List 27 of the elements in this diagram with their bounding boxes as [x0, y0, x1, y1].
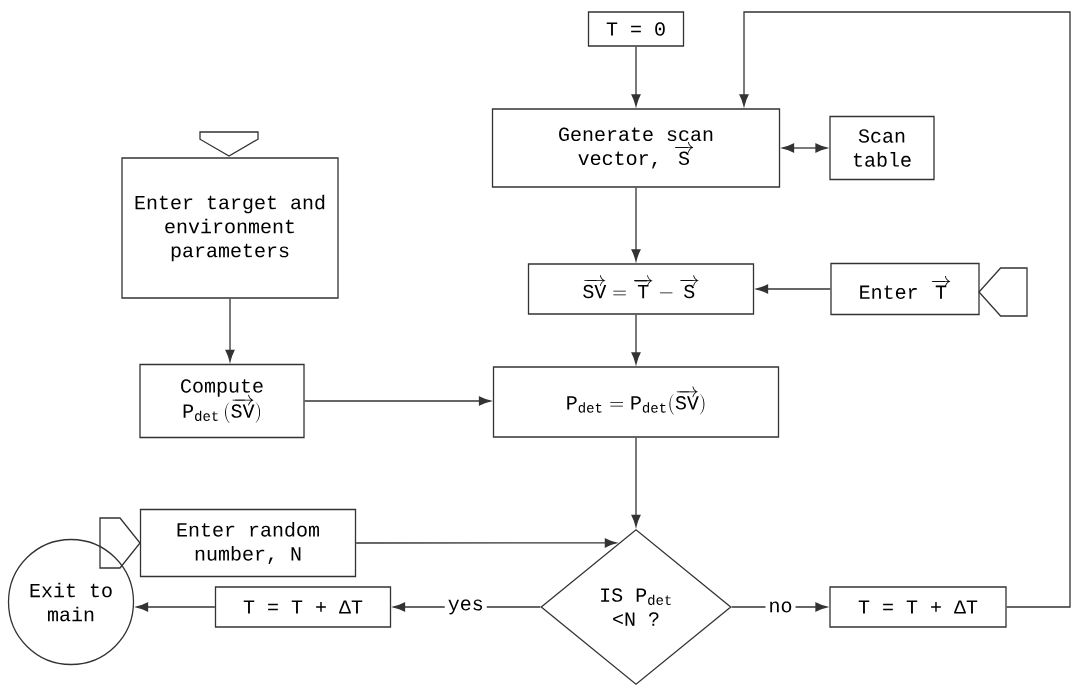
arrow — [739, 11, 1071, 608]
arrow — [631, 187, 641, 262]
process-box: T = T + ΔT — [214, 586, 392, 628]
connector-symbol — [978, 267, 1028, 317]
process-box: Generate scan vector, $\overrightarrow{\mathrm{S}}$ — [491, 108, 781, 188]
arrow — [631, 46, 641, 107]
connector-symbol — [99, 517, 141, 569]
process-box: Enter $\overrightarrow{\mathrm{T}}$ — [830, 262, 980, 316]
arrow — [136, 602, 216, 612]
process-box: Enter target and environment parameters — [121, 157, 339, 299]
process-box: T = T + ΔT — [829, 586, 1007, 628]
arrow — [631, 314, 641, 365]
process-box: $\overrightarrow{\mathrm{SV}} = \overrightarrow{\mathrm{T}} - \overrightarrow{\mathrm{S}}$ — [527, 263, 755, 315]
edge-label: no — [765, 598, 796, 616]
arrow — [225, 298, 235, 362]
process-box: $\mathrm{P}_{\mathrm{det}} = \mathrm{P}_{\mathrm{det}}(\overrightarrow{\mathrm{SV}})$ — [492, 366, 780, 438]
arrow — [304, 396, 491, 406]
connector-symbol — [199, 131, 259, 157]
arrow — [756, 284, 831, 294]
process-box: Compute $\mathrm{P}_{\mathrm{det}}\,(\overrightarrow{\mathrm{SV}})$ — [139, 363, 305, 439]
arrow — [631, 437, 641, 527]
process-box: T = 0 — [587, 11, 685, 47]
arrow — [782, 143, 828, 153]
arrow — [355, 538, 617, 548]
process-box: Scan table — [829, 115, 935, 181]
edge-label: yes — [444, 596, 487, 618]
process-box: Enter random number, N — [139, 508, 357, 578]
